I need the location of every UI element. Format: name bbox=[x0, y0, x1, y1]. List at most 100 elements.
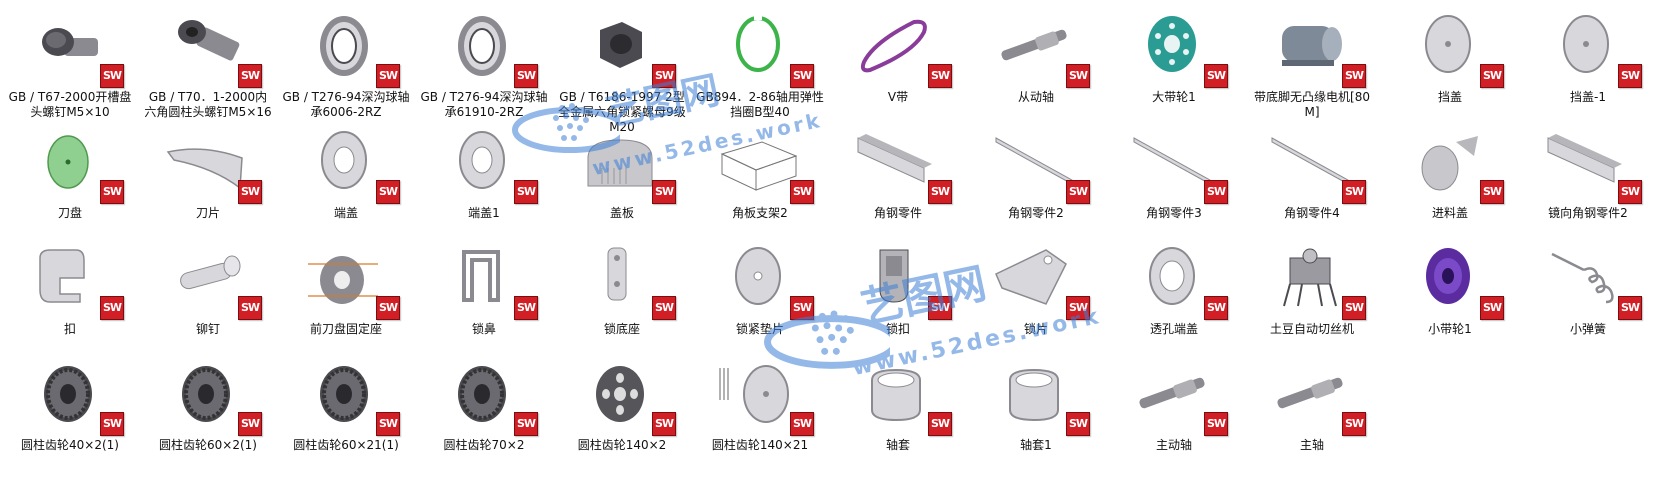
solidworks-file-icon: SW bbox=[1066, 296, 1090, 320]
file-name: 镜向角钢零件2 bbox=[1548, 206, 1628, 220]
file-name: 圆柱齿轮140×2 bbox=[577, 438, 667, 452]
solidworks-file-icon: SW bbox=[100, 412, 124, 436]
sleeve-icon bbox=[1009, 368, 1059, 422]
gear-icon bbox=[458, 366, 506, 422]
file-name: GB / T276-94深沟球轴承6006-2RZ bbox=[282, 90, 410, 119]
file-name: 主轴 bbox=[1299, 438, 1324, 452]
solidworks-file-icon: SW bbox=[1204, 64, 1228, 88]
file-name: 透孔端盖 bbox=[1149, 322, 1198, 336]
file-thumbnail: SW bbox=[142, 12, 274, 88]
solidworks-file-icon: SW bbox=[790, 64, 814, 88]
solidworks-file-icon: SW bbox=[928, 180, 952, 204]
solidworks-file-icon: SW bbox=[376, 412, 400, 436]
washer-icon bbox=[735, 247, 781, 305]
file-name: 锁扣 bbox=[885, 322, 910, 336]
file-thumbnail: SW bbox=[832, 360, 964, 436]
file-thumbnail: SW bbox=[832, 244, 964, 320]
long-bar-icon bbox=[1133, 137, 1211, 185]
screw-icon bbox=[42, 28, 98, 56]
gear-icon bbox=[44, 366, 92, 422]
file-name: 刀盘 bbox=[57, 206, 82, 220]
file-thumbnail: SW bbox=[970, 12, 1102, 88]
file-thumbnail: SW bbox=[970, 244, 1102, 320]
solidworks-file-icon: SW bbox=[100, 64, 124, 88]
end-cap-icon bbox=[321, 131, 367, 189]
clasp-icon bbox=[39, 249, 85, 303]
solidworks-file-icon: SW bbox=[238, 180, 262, 204]
file-item[interactable]: SW 锁扣 bbox=[832, 244, 964, 360]
solidworks-file-icon: SW bbox=[1204, 412, 1228, 436]
machine-icon bbox=[1283, 248, 1337, 307]
file-thumbnail: SW bbox=[4, 12, 136, 88]
solidworks-file-icon: SW bbox=[376, 296, 400, 320]
solidworks-file-icon: SW bbox=[1342, 180, 1366, 204]
solidworks-file-icon: SW bbox=[1480, 64, 1504, 88]
file-thumbnail: SW bbox=[280, 360, 412, 436]
bearing-icon bbox=[320, 16, 368, 76]
file-thumbnail: SW bbox=[142, 360, 274, 436]
file-name: 小带轮1 bbox=[1428, 322, 1472, 336]
solidworks-file-icon: SW bbox=[1480, 296, 1504, 320]
file-name: 主动轴 bbox=[1155, 438, 1192, 452]
file-thumbnail: SW bbox=[970, 128, 1102, 204]
file-thumbnail: SW bbox=[1246, 244, 1378, 320]
shaft-icon bbox=[1001, 29, 1067, 61]
v-belt-icon bbox=[860, 19, 927, 73]
file-thumbnail: SW bbox=[832, 128, 964, 204]
file-thumbnail: SW bbox=[832, 12, 964, 88]
latch-icon bbox=[879, 249, 909, 303]
motor-icon bbox=[1282, 26, 1342, 66]
file-thumbnail: SW bbox=[694, 360, 826, 436]
file-thumbnail: SW bbox=[556, 12, 688, 88]
solidworks-file-icon: SW bbox=[928, 412, 952, 436]
angle-steel-icon bbox=[857, 134, 932, 183]
disc-icon bbox=[1563, 15, 1609, 73]
file-item[interactable]: SW 小带轮1 bbox=[1384, 244, 1516, 360]
file-thumbnail: SW bbox=[1108, 128, 1240, 204]
file-item[interactable]: SW 主动轴 bbox=[1108, 360, 1240, 476]
